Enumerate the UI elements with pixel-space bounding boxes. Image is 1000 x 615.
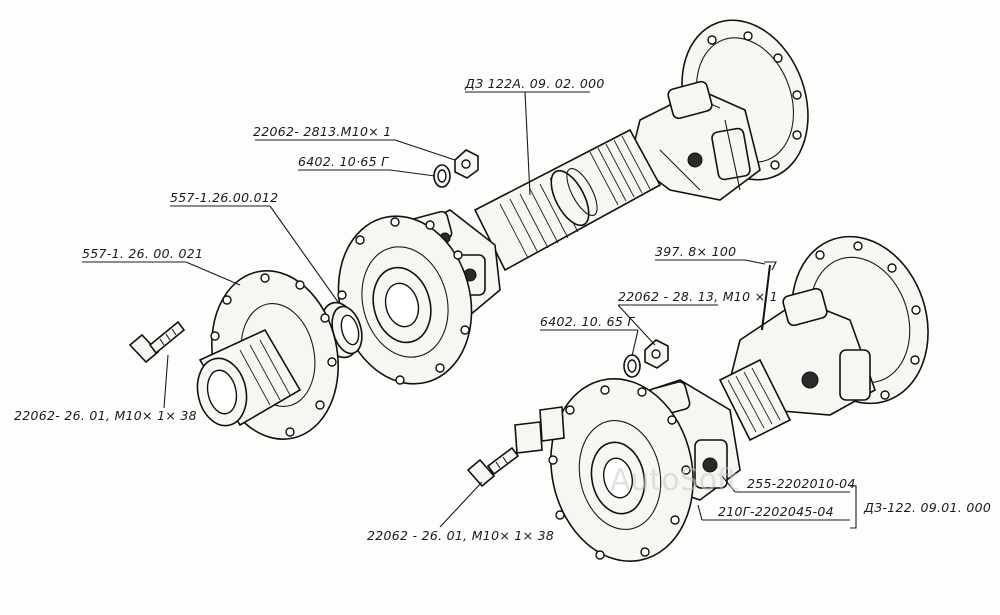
callout-bolt-left: 22062- 26. 01, М10× 1× 38 bbox=[14, 408, 197, 423]
watermark-text: AutoSoft bbox=[610, 463, 739, 498]
bottom-splined-shaft bbox=[718, 358, 792, 442]
leader-lines bbox=[82, 91, 857, 529]
callout-bolt-right: 22062 - 26. 01, М10× 1× 38 bbox=[367, 528, 554, 543]
callout-pin: 397. 8× 100 bbox=[655, 244, 736, 259]
bottom-nut-part bbox=[644, 339, 669, 369]
bottom-near-flange bbox=[548, 378, 694, 562]
callout-assembly-bottom: ДЗ-122. 09.01. 000 bbox=[863, 500, 991, 515]
lock-plates-part bbox=[514, 406, 565, 454]
callout-washer-right: 6402. 10. 65 Г bbox=[540, 314, 635, 329]
callout-washer-top: 6402. 10·65 Г bbox=[298, 154, 389, 169]
left-flange-part bbox=[196, 270, 339, 440]
top-far-universal-joint bbox=[629, 80, 761, 201]
top-shaft-tube bbox=[473, 128, 662, 272]
callout-seal-ring: 557-1.26.00.012 bbox=[170, 190, 278, 205]
bottom-cardan-shaft-assembly bbox=[548, 235, 929, 562]
callout-nut-right: 22062 - 28. 13, М10 × 1 bbox=[618, 289, 778, 304]
top-nut-part bbox=[454, 149, 479, 179]
callout-flange-left: 557-1. 26. 00. 021 bbox=[82, 246, 203, 261]
bottom-washer-part bbox=[623, 354, 641, 378]
pin-part bbox=[761, 261, 777, 331]
top-cardan-shaft-assembly bbox=[337, 19, 809, 385]
callout-yoke: 210Г-2202045-04 bbox=[718, 504, 834, 519]
top-washer-part bbox=[433, 164, 451, 188]
bottom-bolt-part bbox=[466, 446, 520, 488]
callout-cross-kit: 255-2202010-04 bbox=[747, 476, 856, 491]
callout-nut-top: 22062- 2813.М10× 1 bbox=[253, 124, 392, 139]
callout-assembly-top: ДЗ 122А. 09. 02. 000 bbox=[464, 76, 605, 91]
left-bolt-part bbox=[128, 320, 186, 364]
